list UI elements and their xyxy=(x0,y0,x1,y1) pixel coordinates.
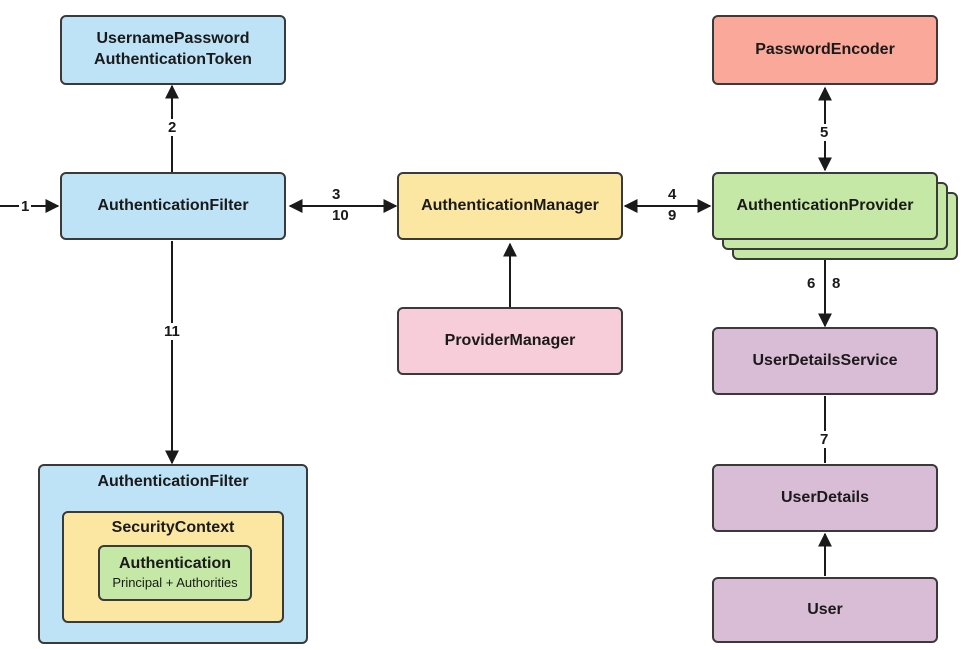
node-authentication-filter: AuthenticationFilter xyxy=(60,172,286,240)
edge-label-4: 4 xyxy=(666,186,679,203)
edge-label-1: 1 xyxy=(19,198,32,215)
node-security-context: SecurityContext Authentication Principal… xyxy=(62,511,284,623)
edge-label-8: 8 xyxy=(830,275,843,292)
edge-label-7: 7 xyxy=(818,431,831,448)
edge-label-10: 10 xyxy=(330,207,351,224)
edge-label-11: 11 xyxy=(162,323,182,340)
edge-label-2: 2 xyxy=(166,119,179,136)
edge-label-3: 3 xyxy=(330,186,343,203)
node-context-container: AuthenticationFilter SecurityContext Aut… xyxy=(38,464,308,644)
node-username-password-token: UsernamePassword AuthenticationToken xyxy=(60,15,286,85)
node-user-details: UserDetails xyxy=(712,464,938,532)
context-container-title: AuthenticationFilter xyxy=(97,473,249,490)
authentication-title: Authentication xyxy=(119,555,231,573)
edge-label-6: 6 xyxy=(805,275,818,292)
node-provider-manager: ProviderManager xyxy=(397,307,623,375)
node-user: User xyxy=(712,577,938,643)
node-password-encoder: PasswordEncoder xyxy=(712,15,938,85)
security-context-title: SecurityContext xyxy=(111,519,235,536)
edge-label-9: 9 xyxy=(666,207,679,224)
node-authentication-manager: AuthenticationManager xyxy=(397,172,623,240)
node-user-details-service: UserDetailsService xyxy=(712,327,938,395)
edge-label-5: 5 xyxy=(818,124,831,141)
node-authentication: Authentication Principal + Authorities xyxy=(98,545,252,601)
authentication-subtitle: Principal + Authorities xyxy=(112,574,238,590)
node-authentication-provider: AuthenticationProvider xyxy=(712,172,938,240)
